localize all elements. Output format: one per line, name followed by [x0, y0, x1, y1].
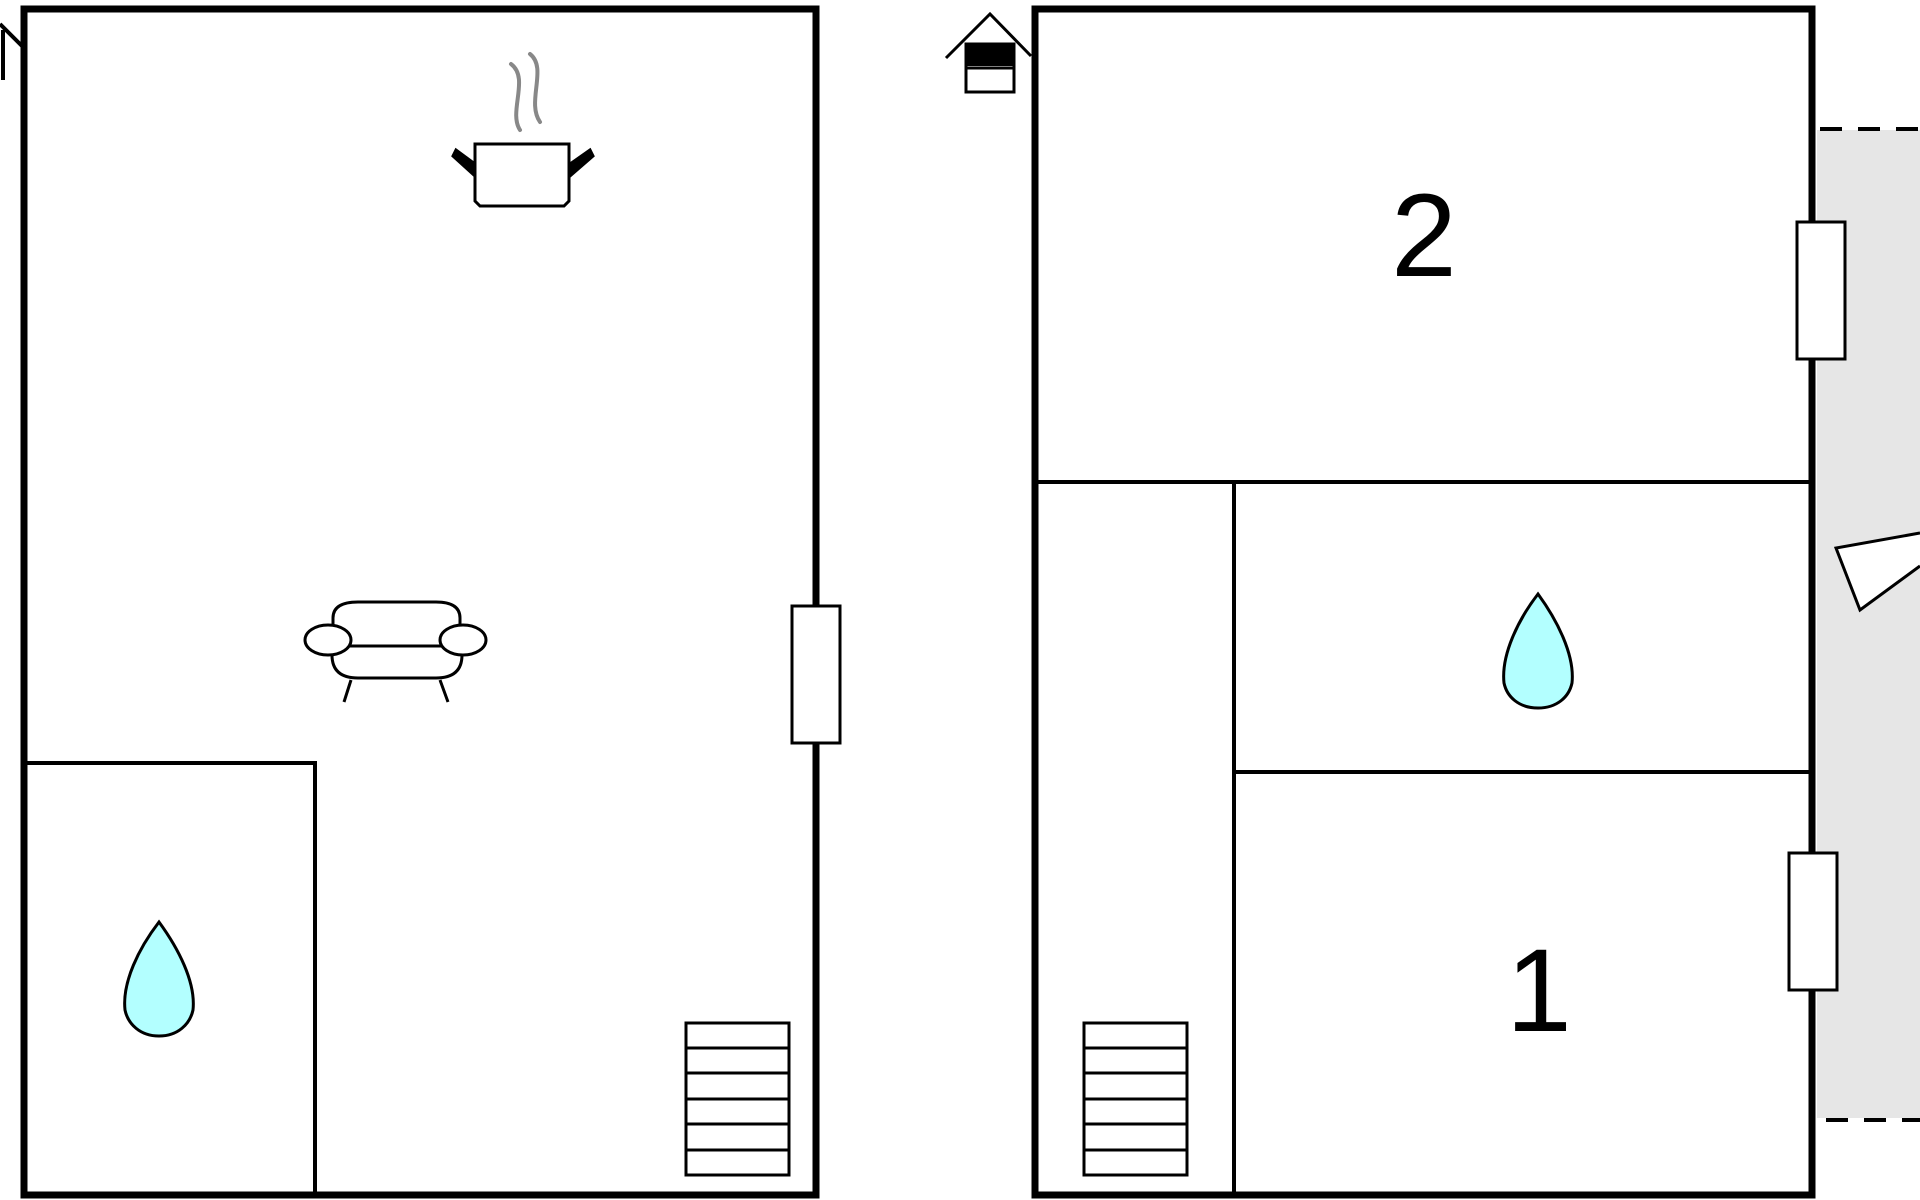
- water-drop-icon: [123, 919, 195, 1038]
- water-drop-icon: [1502, 591, 1574, 710]
- upper-floor: 2 1: [944, 5, 1920, 1199]
- window: [1787, 851, 1839, 992]
- ground-floor: [0, 5, 842, 1199]
- upper-floor-outer-wall: [1031, 5, 1816, 1199]
- house-icon: [944, 11, 1033, 94]
- ground-floor-outer-wall: [20, 5, 820, 1199]
- compass-arrow-icon: [1833, 531, 1920, 613]
- window: [790, 604, 842, 745]
- room-number-label: 2: [1391, 170, 1457, 302]
- house-marker-icon: [0, 22, 24, 80]
- stairs-icon: [684, 1021, 791, 1177]
- stairs-icon: [1082, 1021, 1189, 1177]
- kitchen-pot-icon: [451, 52, 595, 208]
- window: [1795, 220, 1847, 361]
- room-number-label: 1: [1506, 925, 1572, 1057]
- sofa-icon: [303, 600, 488, 703]
- bathroom-wall: [24, 761, 317, 1195]
